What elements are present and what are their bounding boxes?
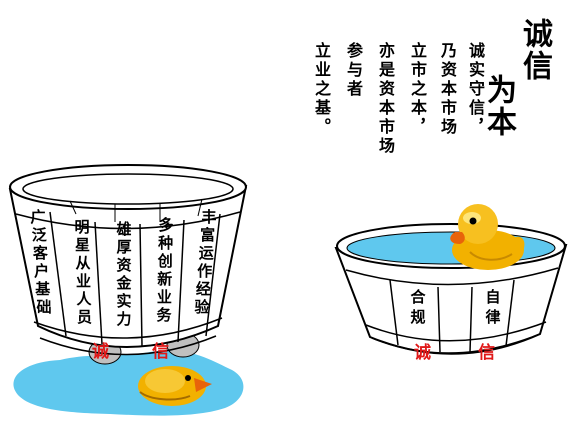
left-stave-2: 明星从业人员	[74, 218, 92, 326]
right-band-label-2: 信	[478, 342, 495, 363]
title-column-2: 为本	[481, 74, 516, 138]
left-stave-1: 广泛客户基础	[30, 208, 51, 316]
left-stave-3: 雄厚资金实力	[115, 220, 132, 328]
left-bucket	[8, 164, 248, 365]
left-band-label-1: 诚	[92, 341, 109, 362]
right-band-label-1: 诚	[414, 342, 431, 363]
fallen-duck-icon	[138, 366, 212, 406]
poem-line-4: 亦是资本市场	[376, 42, 395, 156]
left-stave-5: 丰富运作经验	[194, 208, 216, 316]
title-column-1: 诚信	[517, 18, 552, 82]
left-band-label-2: 信	[152, 341, 169, 362]
left-bucket-stave-labels: 广泛客户基础 明星从业人员 雄厚资金实力 多种创新业务 丰富运作经验	[30, 208, 216, 328]
poem-line-5: 参与者	[344, 42, 363, 99]
poem-line-6: 立业之基。	[312, 42, 331, 137]
poem-line-3: 立市之本，	[408, 42, 427, 137]
right-stave-1: 合规	[409, 288, 426, 326]
right-bucket	[334, 223, 568, 355]
poem-line-1: 诚实守信，	[466, 42, 485, 137]
right-bucket-stave-labels: 合规 自律	[409, 288, 500, 326]
floating-duck-icon	[450, 204, 525, 270]
right-stave-2: 自律	[484, 288, 500, 326]
poem-line-2: 乃资本市场	[438, 42, 457, 137]
left-stave-4: 多种创新业务	[156, 216, 173, 324]
